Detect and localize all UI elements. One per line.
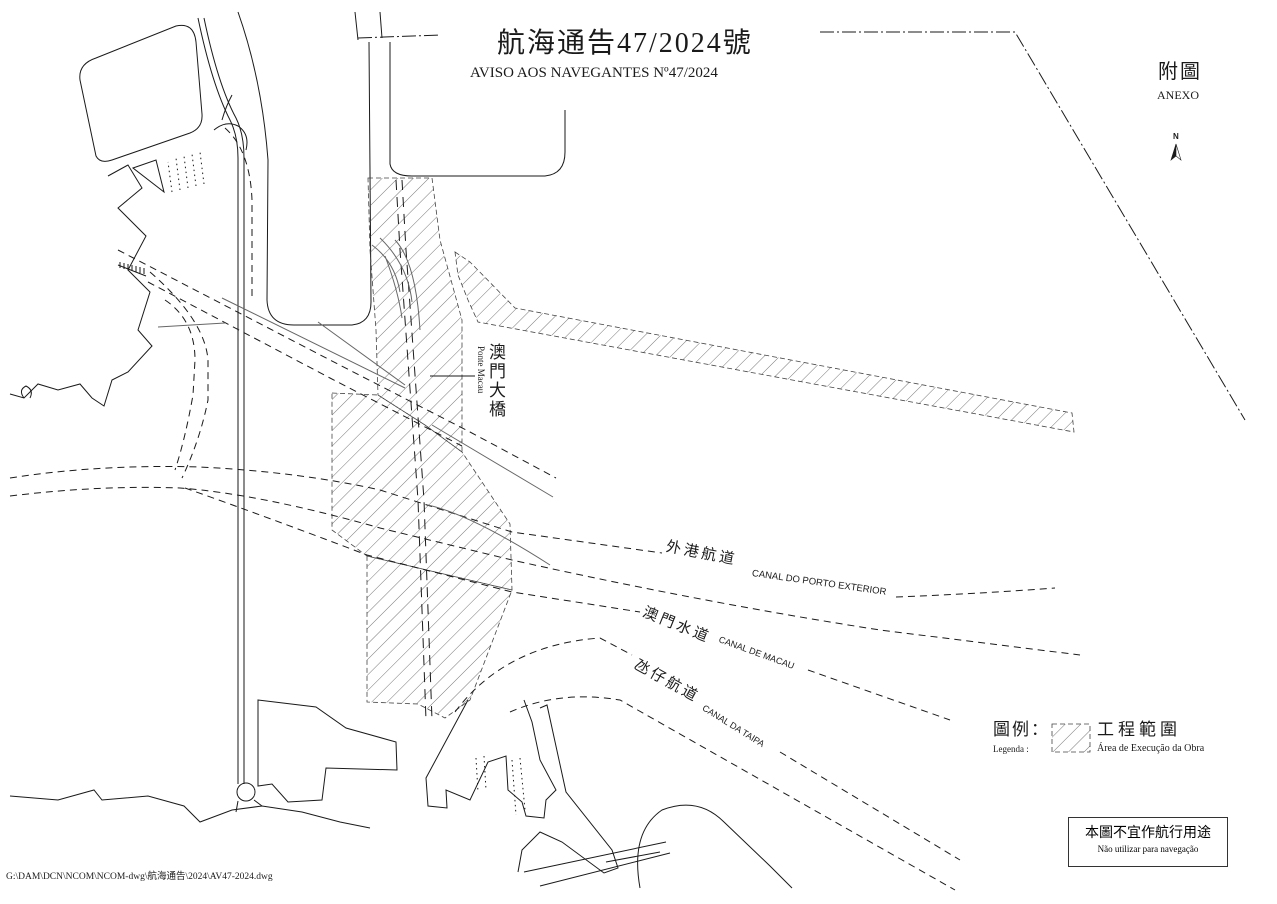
annex-label-zh: 附圖 (1158, 61, 1202, 83)
reclaimed-land-northwest (79, 24, 203, 162)
bridge-approach-roads (157, 297, 554, 566)
north-label: N (1173, 132, 1179, 141)
notice-title-zh: 航海通告47/2024號 (497, 28, 753, 59)
bridge-deck-line (395, 179, 433, 721)
macau-channel-line (184, 487, 641, 613)
pier-comb (117, 262, 147, 277)
coastal-dashed-line (149, 127, 253, 479)
disclaimer-zh: 本圖不宜作航行用途 (1085, 826, 1211, 841)
legend-item-zh: 工程範圍 (1097, 720, 1181, 739)
work-area-bridge-south (366, 555, 513, 719)
taipa-channel-line-lower (509, 696, 956, 891)
maritime-boundary-line (820, 31, 1246, 421)
legend-hatch-swatch (1051, 723, 1091, 753)
work-area-east-band (454, 251, 1075, 433)
land-south-west (257, 699, 398, 803)
maritime-boundary-line-west (357, 34, 441, 39)
taipa-road (523, 841, 671, 887)
approach-channel-line-upper (117, 249, 557, 479)
road-interchange (213, 94, 248, 151)
channel-lines (9, 127, 1081, 891)
taipa-pier-dots (475, 755, 526, 816)
taipa-rounded-land (637, 804, 793, 889)
bridge-ramps (371, 237, 421, 331)
vertical-road (197, 17, 245, 784)
legend-item-pt: Área de Execução da Obra (1097, 743, 1205, 754)
taipa-channel-line-upper-east (779, 751, 961, 861)
pier-dots-northwest (167, 151, 205, 193)
bridge-label-zh: 澳門大橋 (486, 343, 505, 419)
disclaimer-box: 本圖不宜作航行用途 Não utilizar para navegação (1068, 817, 1228, 867)
south-west-coastline (9, 789, 371, 829)
macau-west-coastline (9, 164, 153, 407)
legend-title-pt: Legenda : (993, 744, 1029, 754)
ponte-macau-bridge (157, 179, 554, 721)
triangle-structure (131, 159, 165, 194)
coast-loop (20, 385, 32, 399)
disclaimer-pt: Não utilizar para navegação (1097, 844, 1199, 854)
north-arrow-icon (1170, 143, 1182, 161)
channel-divider-line (9, 486, 1081, 656)
land-outlines (9, 11, 793, 889)
annex-label-pt: ANEXO (1157, 88, 1199, 102)
macau-channel-line-east (807, 669, 951, 721)
boundary-lines (357, 31, 1246, 421)
work-area-hatched (331, 177, 1075, 719)
roundabout (236, 782, 256, 802)
work-area-bridge-middle (331, 392, 513, 591)
taipa-piers (425, 699, 557, 819)
outer-harbour-channel-line (9, 465, 663, 554)
outer-harbour-channel-line-east (895, 587, 1056, 598)
central-land-north (237, 11, 383, 326)
notice-title-pt: AVISO AOS NAVEGANTES Nº47/2024 (470, 65, 718, 81)
land-north-center (389, 42, 566, 177)
legend-title-zh: 圖例： (993, 720, 1050, 739)
bridge-label-pt: Ponte Macau (476, 346, 486, 394)
roundabout-exits (235, 799, 263, 813)
taipa-spit (517, 704, 619, 874)
drawing-file-path: G:\DAM\DCN\NCOM\NCOM-dwg\航海通告\2024\AV47-… (6, 872, 273, 882)
taipa-channel-line-upper (454, 637, 633, 713)
